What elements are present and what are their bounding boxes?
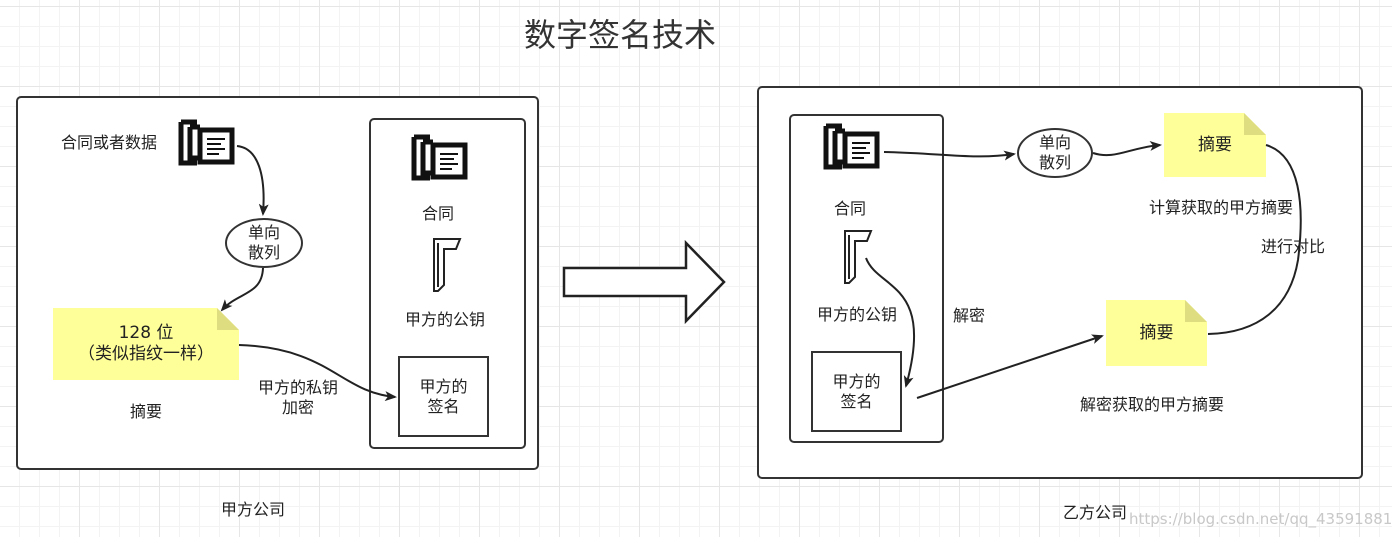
key-icon	[433, 238, 462, 292]
package-contract-label: 合同	[422, 204, 455, 223]
compare-label: 进行对比	[1261, 237, 1326, 256]
hash-label-line2: 散列	[1038, 153, 1071, 172]
note-shape	[53, 308, 239, 380]
key-icon	[844, 230, 873, 284]
digest-size: 128 位	[118, 323, 174, 343]
watermark: https://blog.csdn.net/qq_43591881	[1129, 510, 1392, 528]
digest-note: 128 位 （类似指纹一样）	[53, 308, 239, 380]
signature-line1: 甲方的	[419, 376, 468, 396]
hash-label-line2: 散列	[247, 243, 280, 262]
document-icon	[411, 134, 468, 181]
decrypt-label: 解密	[953, 306, 986, 325]
encrypt-label: 甲方的私钥 加密	[250, 378, 346, 418]
contract-label: 合同或者数据	[61, 133, 158, 152]
signature-box: 甲方的 签名	[811, 351, 902, 432]
encrypt-key-label: 甲方的私钥	[257, 378, 338, 397]
digest-caption: 摘要	[130, 402, 163, 421]
document-icon	[823, 123, 880, 170]
hash-label-line1: 单向	[247, 223, 280, 242]
document-icon	[178, 119, 235, 166]
decrypted-digest-note: 摘要	[1106, 300, 1207, 366]
computed-digest-label: 摘要	[1198, 134, 1232, 155]
decrypted-digest-caption: 解密获取的甲方摘要	[1080, 395, 1225, 414]
package-key-label: 甲方的公钥	[405, 310, 486, 329]
diagram-title: 数字签名技术	[524, 16, 717, 54]
computed-digest-caption: 计算获取的甲方摘要	[1149, 198, 1294, 217]
party-b-caption: 乙方公司	[1063, 503, 1128, 522]
signature-line2: 签名	[427, 396, 460, 416]
party-a-caption: 甲方公司	[221, 500, 286, 519]
decrypted-digest-label: 摘要	[1139, 322, 1174, 343]
signature-line2: 签名	[840, 391, 873, 411]
signature-box: 甲方的 签名	[398, 356, 489, 437]
hash-ellipse: 单向 散列	[225, 218, 303, 268]
signature-line1: 甲方的	[832, 371, 881, 391]
digest-desc: （类似指纹一样）	[78, 344, 214, 364]
hash-ellipse: 单向 散列	[1017, 128, 1093, 178]
package-contract-label: 合同	[834, 199, 867, 218]
note-shape	[1106, 300, 1207, 366]
transfer-arrow	[562, 239, 726, 325]
encrypt-action-label: 加密	[281, 398, 314, 417]
computed-digest-note: 摘要	[1164, 113, 1266, 177]
hash-label-line1: 单向	[1038, 133, 1071, 152]
package-key-label: 甲方的公钥	[817, 305, 898, 324]
